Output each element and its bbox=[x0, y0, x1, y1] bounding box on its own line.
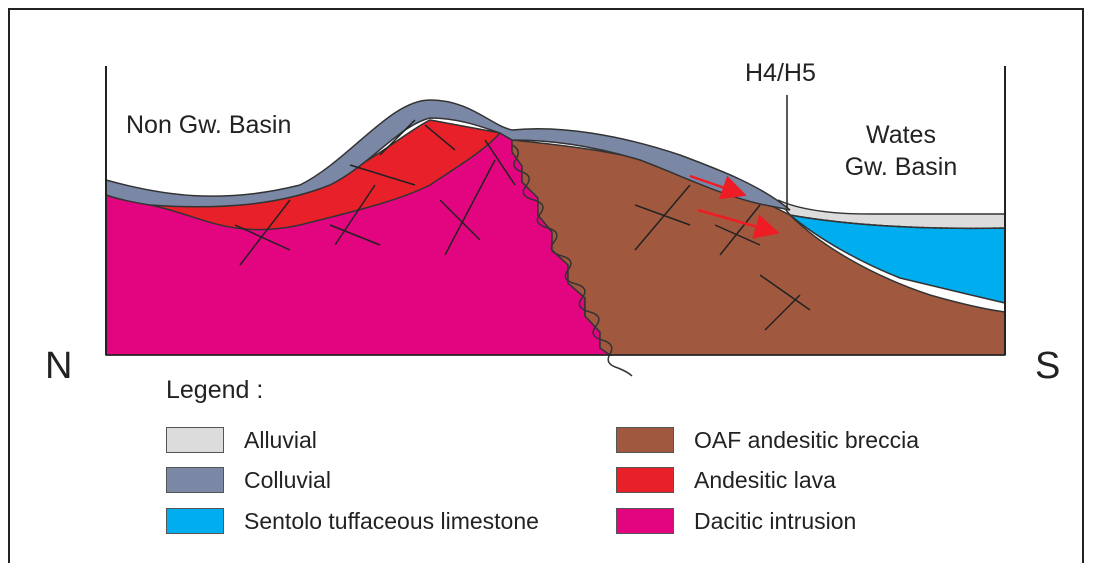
legend-swatch-alluvial bbox=[166, 427, 224, 453]
intrusion-contact bbox=[511, 144, 633, 377]
legend-swatch-colluvial bbox=[166, 467, 224, 493]
legend-swatch-dacitic-intrusion bbox=[616, 508, 674, 534]
legend-item-alluvial: Alluvial bbox=[166, 426, 317, 454]
wates-gw-basin-label: Wates Gw. Basin bbox=[806, 119, 996, 183]
wates-label-line1: Wates bbox=[866, 121, 936, 149]
wates-label-line2: Gw. Basin bbox=[844, 153, 958, 181]
legend-label-dacitic-intrusion: Dacitic intrusion bbox=[694, 507, 857, 534]
legend-label-colluvial: Colluvial bbox=[244, 466, 331, 493]
south-label: S bbox=[1035, 345, 1061, 387]
legend-item-dacitic-intrusion: Dacitic intrusion bbox=[616, 507, 856, 535]
legend-item-andesitic-lava: Andesitic lava bbox=[616, 466, 836, 494]
legend-title: Legend : bbox=[166, 376, 264, 404]
legend-label-andesitic-lava: Andesitic lava bbox=[694, 466, 836, 493]
legend-swatch-oaf-breccia bbox=[616, 427, 674, 453]
legend-item-sentolo: Sentolo tuffaceous limestone bbox=[166, 507, 539, 535]
legend-swatch-sentolo bbox=[166, 508, 224, 534]
legend-label-oaf-breccia: OAF andesitic breccia bbox=[694, 426, 919, 453]
legend-item-colluvial: Colluvial bbox=[166, 466, 331, 494]
legend-swatch-andesitic-lava bbox=[616, 467, 674, 493]
non-gw-basin-label: Non Gw. Basin bbox=[126, 111, 292, 139]
legend-item-oaf-breccia: OAF andesitic breccia bbox=[616, 426, 919, 454]
structure-marks bbox=[234, 119, 811, 331]
legend-label-sentolo: Sentolo tuffaceous limestone bbox=[244, 507, 539, 534]
north-label: N bbox=[45, 345, 73, 387]
legend-label-alluvial: Alluvial bbox=[244, 426, 317, 453]
colluvial-layer bbox=[105, 99, 791, 211]
flow-arrow-lower bbox=[697, 208, 780, 239]
well-label: H4/H5 bbox=[745, 59, 816, 87]
flow-arrow-upper bbox=[689, 174, 747, 200]
figure-frame bbox=[8, 8, 1084, 563]
